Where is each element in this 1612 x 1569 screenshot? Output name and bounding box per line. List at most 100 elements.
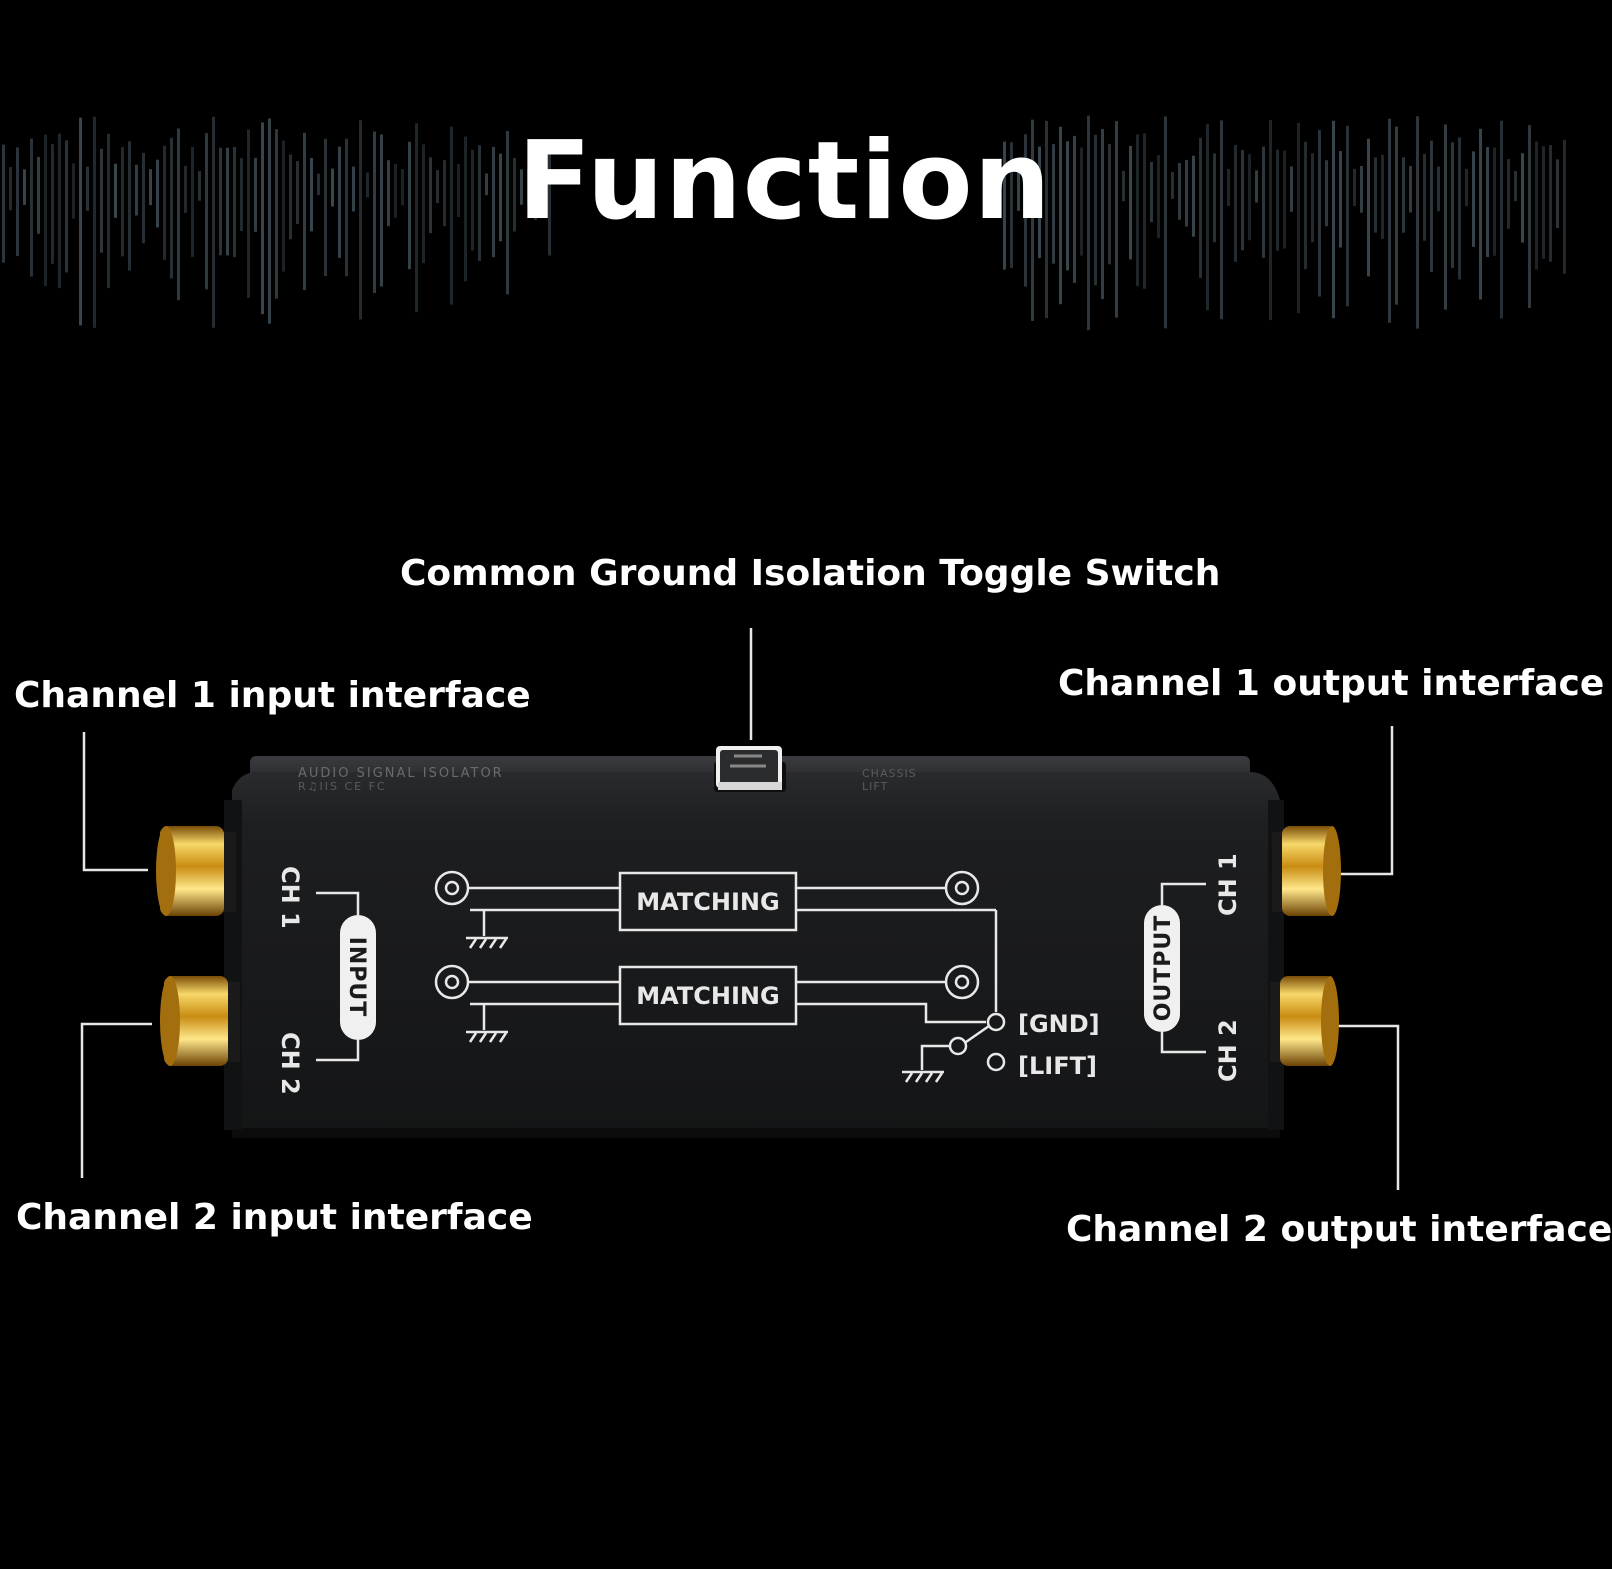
wave-bar xyxy=(240,158,243,231)
wave-bar xyxy=(1255,170,1258,203)
wave-bar xyxy=(1290,166,1293,212)
wave-bar xyxy=(247,129,250,299)
ch2-output-connector[interactable] xyxy=(1270,976,1339,1066)
wave-bar xyxy=(401,169,404,206)
wave-bar xyxy=(499,153,502,242)
wave-bar xyxy=(541,172,544,199)
wave-bar xyxy=(1136,134,1139,287)
wave-bar xyxy=(72,163,75,219)
wave-bar xyxy=(492,146,495,258)
wave-bar xyxy=(16,147,19,257)
certification-marks: R♫IIS CE FC xyxy=(298,780,387,793)
wave-bar xyxy=(1108,143,1111,265)
wave-bar xyxy=(9,167,12,211)
ch2-input-connector[interactable] xyxy=(160,976,240,1066)
wave-bar xyxy=(457,164,460,218)
ch1-input-connector[interactable] xyxy=(156,826,236,916)
wave-bar xyxy=(380,134,383,287)
wave-bar xyxy=(1500,120,1503,319)
wave-bar xyxy=(1416,116,1419,329)
callout-ch1-output: Channel 1 output interface xyxy=(1058,663,1605,704)
callout-ch2-output: Channel 2 output interface xyxy=(1066,1209,1612,1250)
wave-bar xyxy=(163,145,166,260)
wave-bar xyxy=(471,149,474,251)
leader-ch1-input xyxy=(82,732,148,872)
wave-bar xyxy=(1318,130,1321,297)
wave-bar xyxy=(1031,119,1034,321)
wave-bar xyxy=(219,147,222,256)
ch1-output-connector[interactable] xyxy=(1272,826,1341,916)
wave-bar xyxy=(261,122,264,315)
wave-bar xyxy=(1332,120,1335,319)
leader-lines xyxy=(80,628,1400,1190)
wave-bar xyxy=(1283,150,1286,249)
wave-bar xyxy=(415,123,418,313)
wave-bar xyxy=(1472,151,1475,247)
callout-ch1-input: Channel 1 input interface xyxy=(14,675,531,716)
wave-bar xyxy=(100,148,103,253)
wave-bar xyxy=(1507,159,1510,229)
wave-bar xyxy=(1024,134,1027,287)
wave-bar xyxy=(226,147,229,256)
wave-bar xyxy=(191,146,194,258)
wave-bar xyxy=(1115,121,1118,318)
wave-bar xyxy=(1430,140,1433,272)
wave-bar xyxy=(1535,141,1538,270)
wave-bar xyxy=(534,162,537,221)
leader-ch2-output xyxy=(1336,1024,1400,1190)
matching-label-ch2: MATCHING xyxy=(636,982,779,1010)
wave-bar xyxy=(86,166,89,211)
wave-bar xyxy=(296,161,299,225)
wave-bar xyxy=(1101,128,1104,300)
wave-bar xyxy=(1423,153,1426,241)
wave-bar xyxy=(1171,171,1174,199)
wave-bar xyxy=(443,160,446,227)
wave-bar xyxy=(1311,153,1314,243)
wave-bar xyxy=(79,117,82,326)
wave-bar xyxy=(93,116,96,328)
wave-bar xyxy=(1094,134,1097,286)
ground-toggle-switch[interactable] xyxy=(714,746,786,792)
wave-bar xyxy=(548,147,551,256)
input-label: INPUT xyxy=(344,937,369,1018)
wave-bar xyxy=(1087,115,1090,331)
switch-label-lift: LIFT xyxy=(862,780,888,793)
wave-bar xyxy=(107,133,110,289)
callout-ch2-input: Channel 2 input interface xyxy=(16,1197,533,1238)
wave-bar xyxy=(1444,124,1447,310)
wave-bar xyxy=(1059,126,1062,305)
wave-bar xyxy=(1073,135,1076,283)
wave-bar xyxy=(352,166,355,212)
wave-bar xyxy=(1395,126,1398,305)
wave-bar xyxy=(1479,128,1482,300)
wave-bar xyxy=(289,154,292,240)
wave-bar xyxy=(1563,139,1566,274)
wave-bar xyxy=(1269,119,1272,321)
wave-bar xyxy=(436,170,439,203)
wave-bar xyxy=(1437,166,1440,212)
wave-bar xyxy=(408,141,411,270)
wave-bar xyxy=(128,141,131,271)
wave-bar xyxy=(233,146,236,258)
wave-bar xyxy=(506,130,509,295)
wave-bar xyxy=(359,120,362,320)
wave-bar xyxy=(198,171,201,201)
wave-bar xyxy=(1010,142,1013,268)
front-schematic xyxy=(316,870,1206,1083)
wave-bar xyxy=(513,157,516,232)
wave-bar xyxy=(1514,170,1517,202)
wave-bar xyxy=(394,163,397,218)
wave-bar xyxy=(1157,155,1160,239)
wave-bar xyxy=(310,157,313,232)
input-ch1-label: CH 1 xyxy=(276,866,304,929)
wave-bar xyxy=(170,137,173,279)
output-label: OUTPUT xyxy=(1151,915,1176,1022)
wave-bar xyxy=(1122,170,1125,202)
wave-bar xyxy=(65,140,68,273)
wave-bar xyxy=(282,140,285,272)
wave-bar xyxy=(1234,144,1237,262)
wave-bar xyxy=(1178,162,1181,220)
wave-bar xyxy=(1388,118,1391,323)
wave-bar xyxy=(184,165,187,214)
wave-bar xyxy=(275,129,278,299)
